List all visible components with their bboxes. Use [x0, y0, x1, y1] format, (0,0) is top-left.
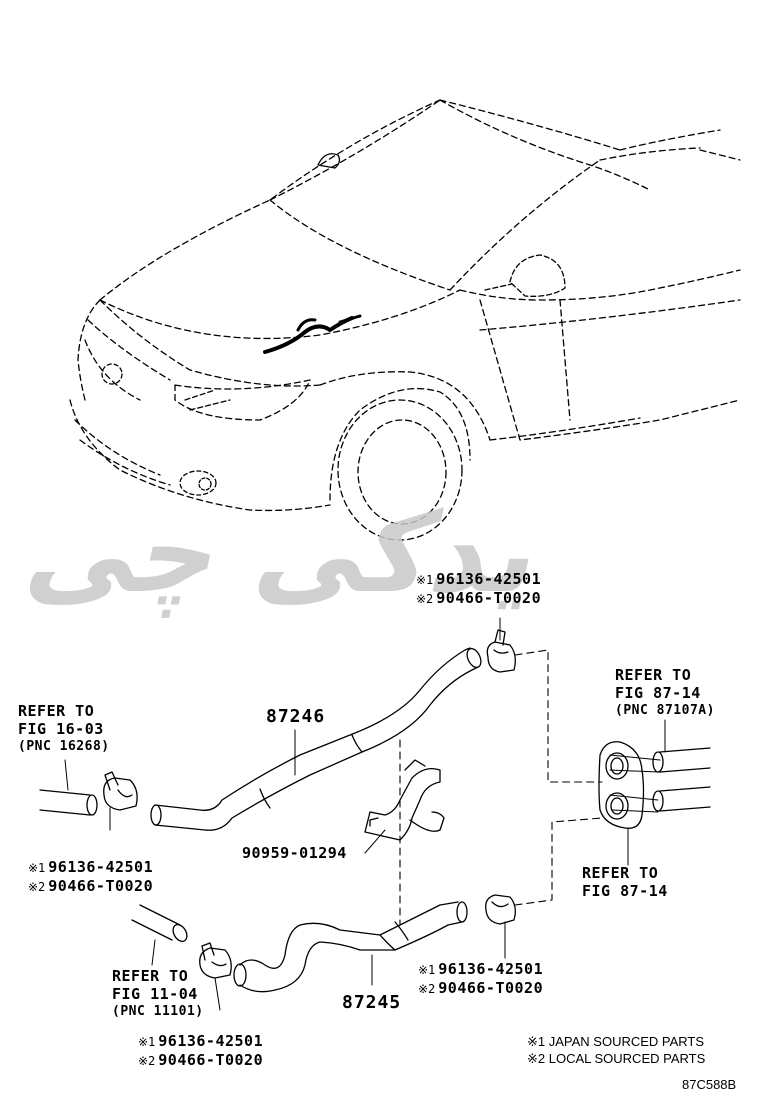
refer-line: REFER TO [112, 967, 189, 985]
pipes-fig87 [609, 747, 711, 813]
hose-87246 [150, 647, 482, 831]
part-number-87245: 87245 [342, 992, 402, 1013]
local-mark: ※2 [28, 880, 46, 894]
part-number-bracket: 90959-01294 [242, 844, 347, 862]
refer-line: REFER TO [18, 702, 95, 720]
figure-id: 87C588B [682, 1077, 737, 1092]
refer-line: REFER TO [582, 864, 659, 882]
local-mark: ※2 [416, 592, 434, 606]
clamp-part-number: 90466-T0020 [436, 589, 542, 607]
local-mark: ※2 [418, 982, 436, 996]
refer-figure: FIG 11-04 [112, 985, 198, 1003]
clamp-upper-right [486, 629, 516, 673]
refer-figure: FIG 87-14 [615, 684, 701, 702]
japan-mark: ※1 [416, 573, 434, 587]
hose-87245 [233, 901, 468, 993]
connection-lines [399, 649, 603, 926]
legend-japan: ※1 JAPAN SOURCED PARTS [527, 1034, 705, 1049]
legend-local: ※2 LOCAL SOURCED PARTS [527, 1051, 706, 1066]
clamp-part-number: 96136-42501 [436, 570, 542, 588]
clamp-part-number: 90466-T0020 [158, 1051, 264, 1069]
refer-pnc: (PNC 16268) [18, 739, 110, 754]
clamp-part-number: 96136-42501 [48, 858, 154, 876]
japan-mark: ※1 [138, 1035, 156, 1049]
refer-fig87-upper: REFER TO FIG 87-14 (PNC 87107A) [615, 666, 715, 720]
clamp-part-number: 96136-42501 [158, 1032, 264, 1050]
clamp-part-number: 96136-42501 [438, 960, 544, 978]
bracket [364, 759, 445, 841]
refer-pnc: (PNC 11101) [112, 1004, 204, 1019]
refer-fig16: REFER TO FIG 16-03 (PNC 16268) [18, 702, 110, 756]
refer-fig87-lower: REFER TO FIG 87-14 [582, 864, 668, 900]
refer-figure: FIG 16-03 [18, 720, 104, 738]
refer-pnc: (PNC 87107A) [615, 703, 715, 718]
pipe-fig11 [131, 904, 188, 943]
clamp-left [103, 771, 138, 811]
refer-line: REFER TO [615, 666, 692, 684]
local-mark: ※2 [138, 1054, 156, 1068]
car-illustration [69, 99, 741, 541]
clamp-lower-right [485, 894, 516, 925]
refer-fig11: REFER TO FIG 11-04 (PNC 11101) [112, 967, 204, 1021]
japan-mark: ※1 [28, 861, 46, 875]
legend: ※1 JAPAN SOURCED PARTS ※2 LOCAL SOURCED … [527, 1033, 705, 1067]
grommet [598, 741, 645, 829]
clamp-lower-left [199, 942, 232, 979]
japan-mark: ※1 [418, 963, 436, 977]
clamp-part-number: 90466-T0020 [438, 979, 544, 997]
pipe-fig16 [39, 789, 98, 816]
part-number-87246: 87246 [266, 706, 326, 727]
clamp-part-number: 90466-T0020 [48, 877, 154, 895]
leader-lines [64, 617, 666, 1011]
refer-figure: FIG 87-14 [582, 882, 668, 900]
